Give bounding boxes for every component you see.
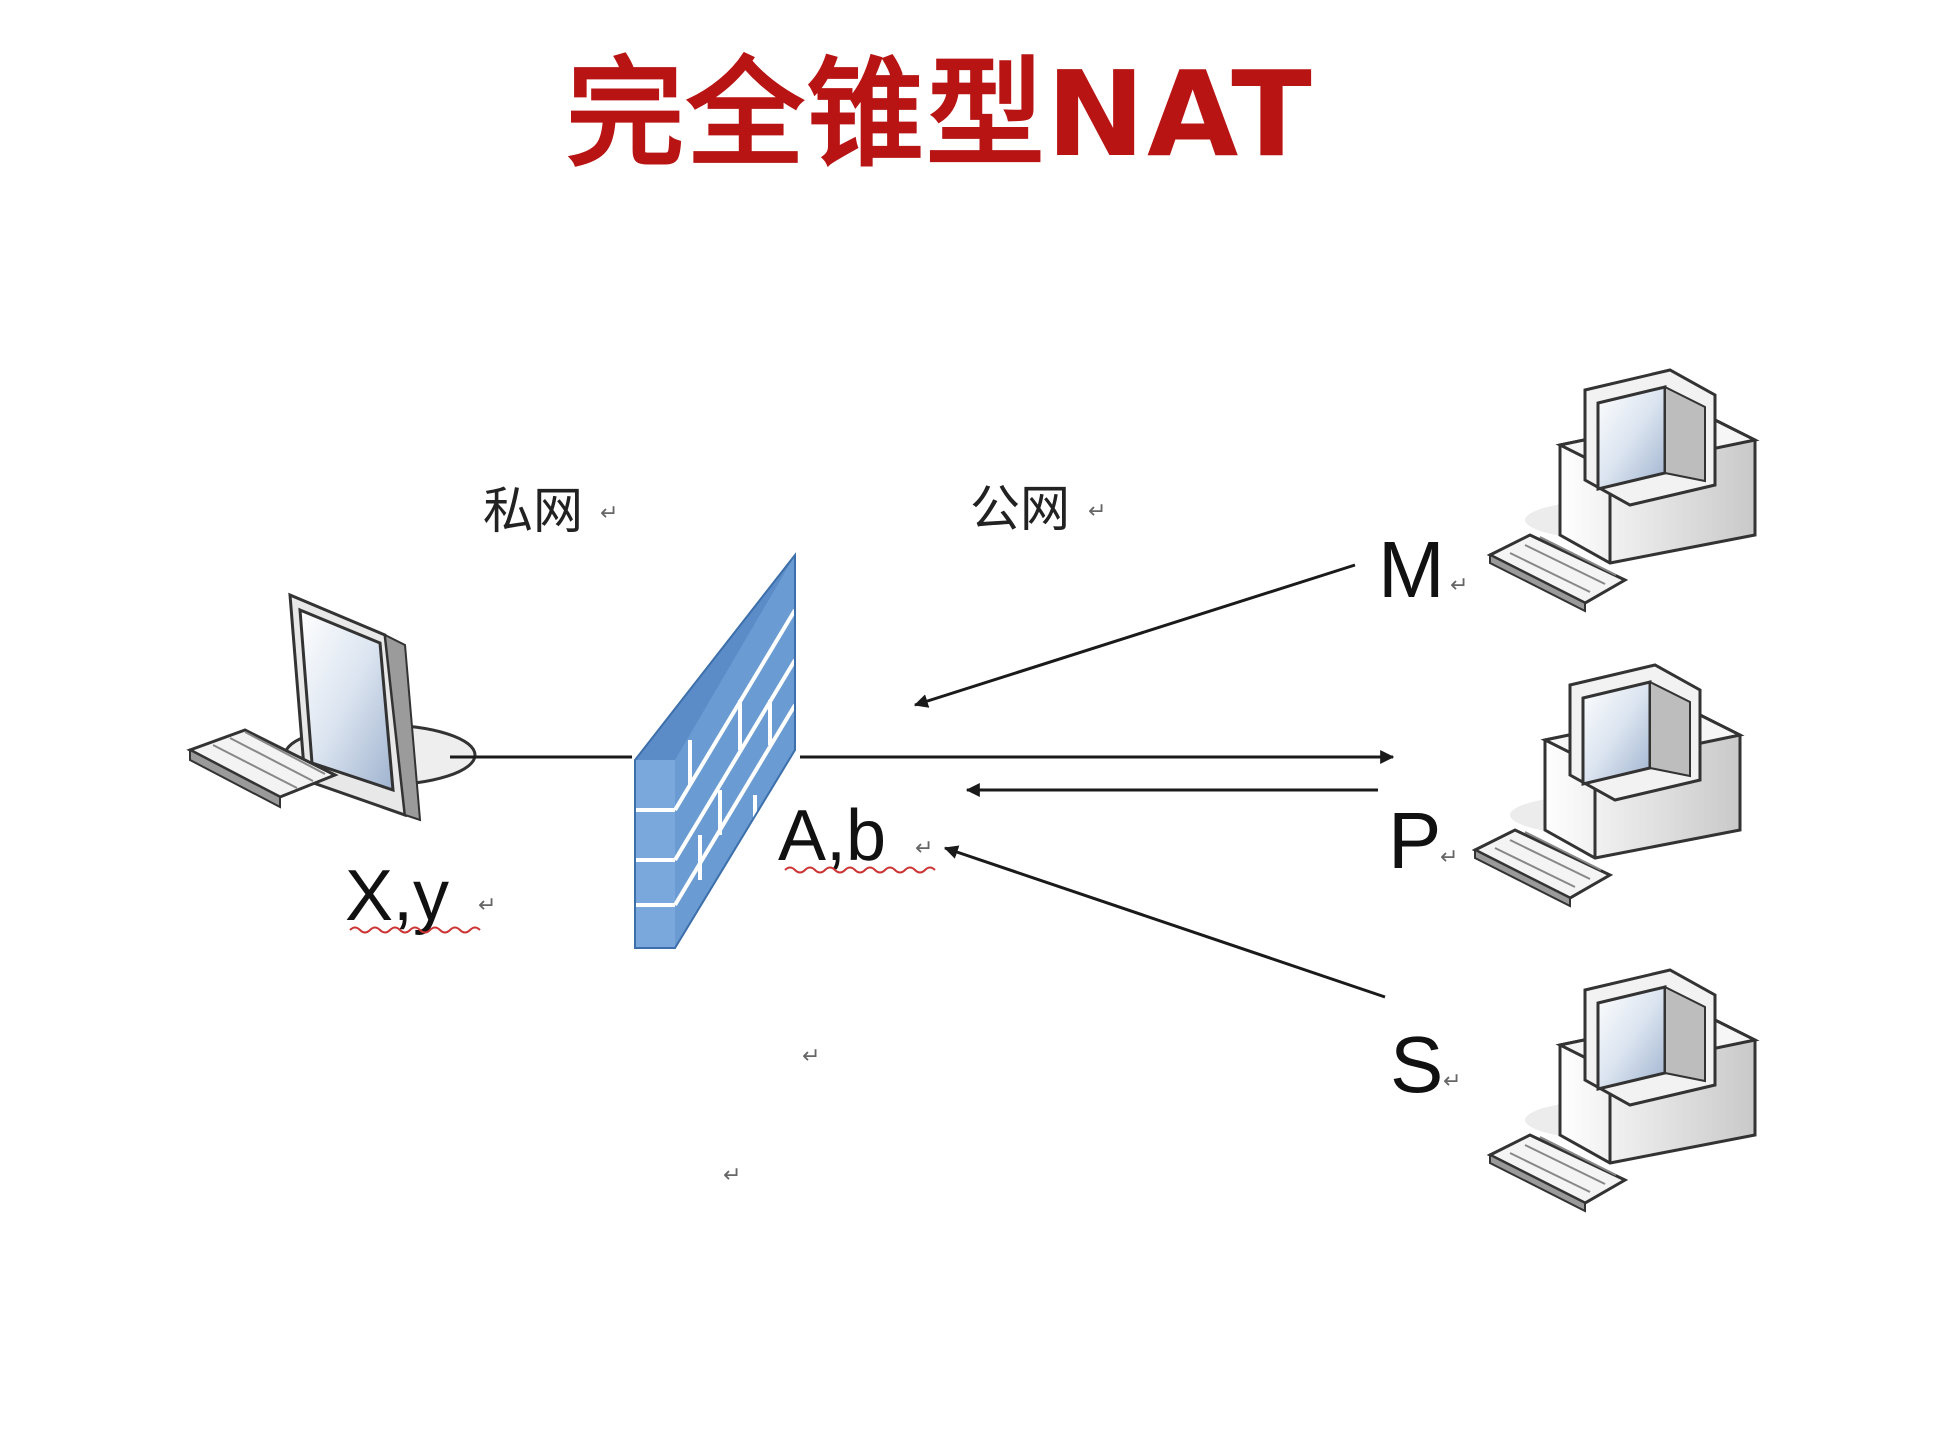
return-mark: ↵: [1088, 499, 1106, 524]
return-mark: ↵: [600, 501, 618, 526]
nat-address-label: A,b: [778, 796, 886, 876]
return-mark: ↵: [1443, 1069, 1461, 1094]
internal-address-label: X,y: [345, 856, 449, 936]
return-mark: ↵: [723, 1163, 741, 1188]
tower-computer-icon: [1490, 970, 1755, 1211]
return-mark: ↵: [478, 893, 496, 918]
return-mark: ↵: [1450, 573, 1468, 598]
tower-computer-icon: [1475, 665, 1740, 906]
arrow-s-to-nat: [945, 848, 1385, 997]
desktop-computer-icon: [190, 595, 475, 820]
arrow-m-to-nat: [915, 565, 1355, 705]
host-p-label: P: [1388, 796, 1441, 885]
return-mark: ↵: [915, 836, 933, 861]
host-m-label: M: [1378, 525, 1445, 614]
return-mark: ↵: [802, 1044, 820, 1069]
public-network-label: 公网: [970, 480, 1070, 538]
tower-computer-icon: [1490, 370, 1755, 611]
firewall-icon: [635, 555, 795, 948]
return-mark: ↵: [1440, 845, 1458, 870]
private-network-label: 私网: [483, 482, 583, 540]
host-s-label: S: [1390, 1020, 1443, 1109]
